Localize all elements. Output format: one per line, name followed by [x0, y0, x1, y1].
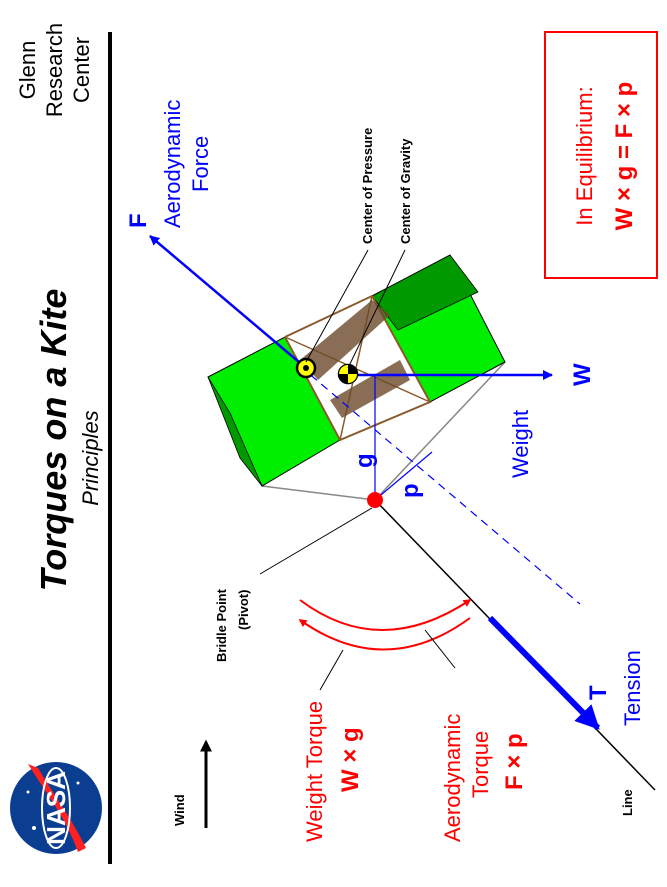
line-label: Line [620, 789, 635, 816]
bridle-leader-line [259, 507, 373, 575]
kite-inner-spar-1 [300, 300, 390, 380]
subtitle-group: Principles [78, 410, 103, 505]
page-title: Torques on a Kite [33, 289, 74, 592]
equilibrium-box [544, 31, 658, 279]
pivot-label: (Pivot) [236, 590, 251, 630]
aero-force-label-line1: Aerodynamic [160, 100, 185, 228]
aero-torque-equation: F × p [501, 733, 528, 790]
kite-left-cell-side [207, 376, 263, 487]
equilibrium-equation: W × g = F × p [611, 82, 638, 231]
bridle-line-left [261, 485, 376, 501]
page-subtitle: Principles [78, 410, 103, 505]
weight-label: Weight [508, 410, 533, 478]
center-of-gravity-marker [337, 363, 359, 385]
aero-force-symbol: F [125, 213, 152, 228]
bridle-point-marker [367, 492, 383, 508]
kite-frame-cross-1 [284, 336, 431, 403]
aero-torque-label-line2: Torque [468, 731, 493, 798]
equilibrium-equation-group: W × g = F × p [611, 82, 638, 231]
title-group: Torques on a Kite [33, 289, 74, 592]
center-of-gravity-label: Center of Gravity [398, 138, 413, 244]
weight-torque-equation: W × g [337, 727, 364, 792]
bridle-point-label: Bridle Point [214, 588, 229, 662]
aero-torque-leader [424, 629, 456, 669]
equilibrium-heading-group: In Equilibrium: [572, 86, 597, 225]
aero-force-label-line2: Force [188, 136, 213, 192]
cp-leader-line [305, 249, 369, 363]
svg-text:Center: Center [69, 37, 94, 103]
tension-symbol: T [585, 685, 612, 700]
kite-right-cell-side [371, 254, 479, 331]
bridle-line-right [374, 361, 506, 501]
distance-g-label: g [351, 453, 378, 468]
weight-torque-label: Weight Torque [302, 701, 327, 842]
nasa-logo-text: NASA [41, 771, 71, 845]
aero-line-of-action [299, 365, 581, 605]
weight-symbol: W [569, 363, 596, 386]
tension-label: Tension [620, 650, 645, 726]
wind-label: Wind [172, 794, 187, 826]
distance-p-label: p [397, 483, 424, 498]
aero-torque-arc [299, 599, 472, 631]
aero-torque-label-line1: Aerodynamic [440, 714, 465, 842]
nasa-logo: NASA [10, 762, 102, 854]
distance-p-line [374, 451, 433, 501]
center-of-pressure-label: Center of Pressure [360, 128, 375, 244]
weight-torque-arc [298, 617, 471, 651]
tension-arrow [487, 615, 601, 731]
svg-text:Research: Research [42, 23, 67, 117]
center-name-line1: Glenn [15, 41, 40, 100]
center-name-line3: Center [69, 37, 94, 103]
cg-leader-line [347, 249, 406, 369]
center-of-pressure-marker [295, 357, 317, 379]
svg-text:Glenn: Glenn [15, 41, 40, 100]
center-name-line2: Research [42, 23, 67, 117]
equilibrium-heading: In Equilibrium: [572, 86, 597, 225]
aero-force-arrow [149, 235, 307, 369]
weight-torque-leader [319, 649, 344, 691]
